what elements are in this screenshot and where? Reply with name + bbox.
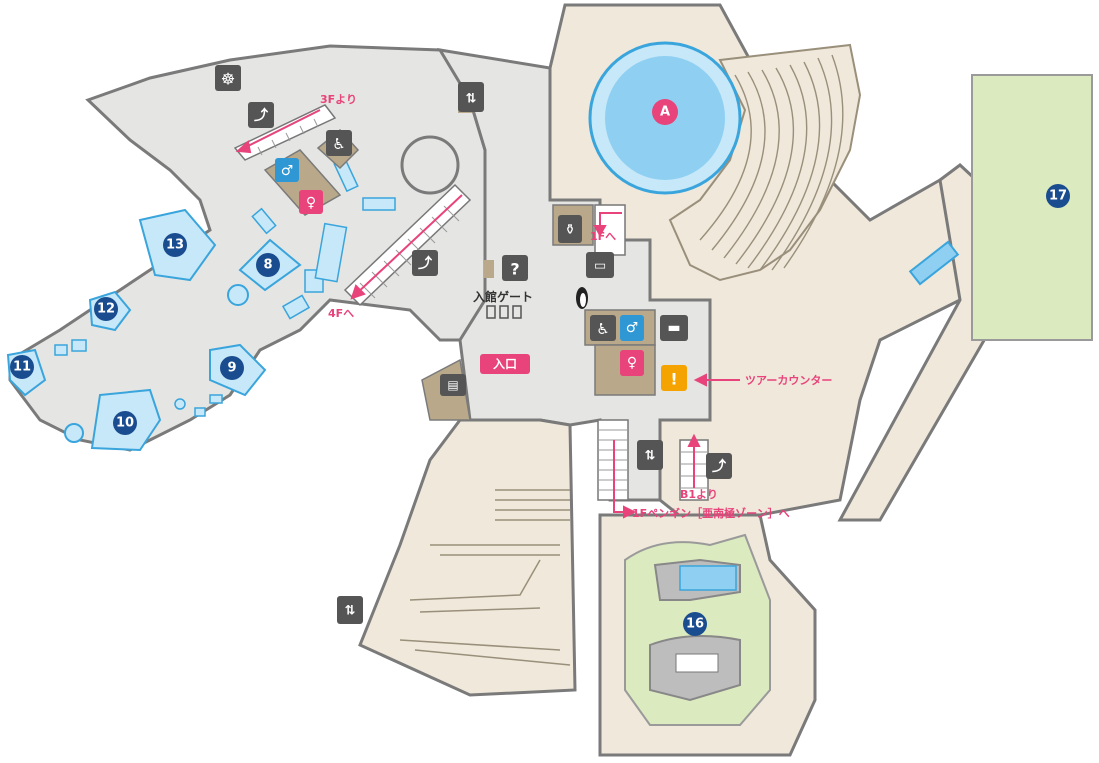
question-icon[interactable]: ?	[502, 255, 528, 281]
accessible-toilet-icon: ♿	[326, 130, 352, 156]
escalator-icon: ⤴	[248, 102, 274, 128]
elevator-icon: ⇅	[458, 82, 484, 112]
route-arrows	[235, 109, 740, 519]
womens-toilet-icon: ♀	[299, 190, 323, 214]
svg-text:☸: ☸	[221, 70, 235, 89]
svg-text:?: ?	[510, 260, 519, 279]
mens-toilet-icon: ♂	[275, 158, 299, 182]
round-plaza	[400, 135, 460, 195]
label-from-b1: B1より	[680, 488, 718, 501]
bench-icon: ▬	[660, 315, 688, 341]
svg-text:⇅: ⇅	[345, 604, 356, 619]
south-ramp-floor	[358, 418, 577, 697]
label-from-3f: 3Fより	[320, 93, 357, 106]
east-ramp-tank	[908, 240, 960, 286]
svg-text:!: !	[670, 370, 677, 389]
svg-text:⇅: ⇅	[645, 449, 656, 464]
amphitheater	[668, 43, 862, 282]
marker-9: 9	[227, 361, 236, 376]
accessible-toilet-icon: ♿	[590, 315, 616, 341]
amphitheater-seating	[668, 43, 862, 282]
elevator-icon: ⇅	[637, 440, 663, 470]
shell-shop-icon[interactable]: ☸	[215, 65, 241, 91]
mens-toilet-icon: ♂	[620, 315, 644, 341]
svg-text:♿: ♿	[332, 135, 345, 153]
svg-text:♀: ♀	[306, 195, 316, 211]
baby-bottle-icon: ⚱	[558, 215, 582, 243]
marker-17: 17	[1049, 189, 1067, 204]
entrance-gates	[486, 305, 522, 319]
marker-13: 13	[166, 238, 184, 253]
svg-text:♿: ♿	[596, 320, 609, 338]
svg-text:⤴: ⤴	[254, 107, 269, 124]
penguin-icon	[576, 287, 588, 309]
escalator-icon: ⤴	[706, 453, 732, 479]
marker-A: A	[660, 105, 670, 120]
label-to-1f: 1Fへ	[590, 230, 616, 243]
marker-8: 8	[263, 258, 272, 273]
svg-text:▤: ▤	[447, 378, 458, 392]
text-labels: 3Fより 4Fへ 1Fへ 入館ゲート ツアーカウンター B1より 1Fペンギン［…	[320, 93, 832, 520]
svg-text:♂: ♂	[626, 320, 639, 336]
label-tour-counter: ツアーカウンター	[745, 374, 832, 387]
label-to-penguin: 1Fペンギン［亜南極ゾーン］へ	[632, 506, 790, 520]
ticket-icon: ▤	[440, 374, 466, 396]
elevator-icon: ⇅	[337, 596, 363, 624]
entrance-label: 入口	[493, 357, 517, 371]
marker-11: 11	[13, 360, 31, 375]
svg-text:⇅: ⇅	[466, 92, 477, 107]
svg-text:⤴: ⤴	[418, 255, 433, 272]
icons: ☸ ⤴ ♿ ♂ ♀ ⇅ ⤴ ? ⚱ ▭ ♿ ♂ ▬ ♀ ! ▤ ⇅ ⤴ ⇅	[215, 65, 732, 624]
tank-a[interactable]: A	[588, 41, 742, 195]
marker-12: 12	[97, 302, 115, 317]
marker-16: 16	[686, 617, 704, 632]
exclamation-icon[interactable]: !	[661, 365, 687, 391]
label-gate: 入館ゲート	[473, 289, 533, 304]
svg-text:▬: ▬	[667, 320, 680, 336]
svg-text:♀: ♀	[627, 355, 637, 371]
escalator-icon: ⤴	[412, 250, 438, 276]
label-to-4f: 4Fへ	[328, 307, 354, 320]
svg-text:♂: ♂	[281, 163, 294, 179]
marker-10: 10	[116, 416, 134, 431]
svg-text:▭: ▭	[594, 259, 606, 274]
entrance-badge[interactable]: 入口	[480, 354, 530, 374]
area-17[interactable]: 17	[971, 74, 1093, 341]
svg-text:⤴: ⤴	[712, 458, 727, 475]
coin-locker-icon: ▭	[586, 252, 614, 278]
floor-areas	[8, 3, 1037, 757]
left-tanks: 13 12 11 10 9 8	[6, 157, 396, 452]
svg-text:⚱: ⚱	[564, 222, 576, 238]
area-16[interactable]: 16	[624, 533, 771, 726]
womens-toilet-icon: ♀	[620, 350, 644, 376]
